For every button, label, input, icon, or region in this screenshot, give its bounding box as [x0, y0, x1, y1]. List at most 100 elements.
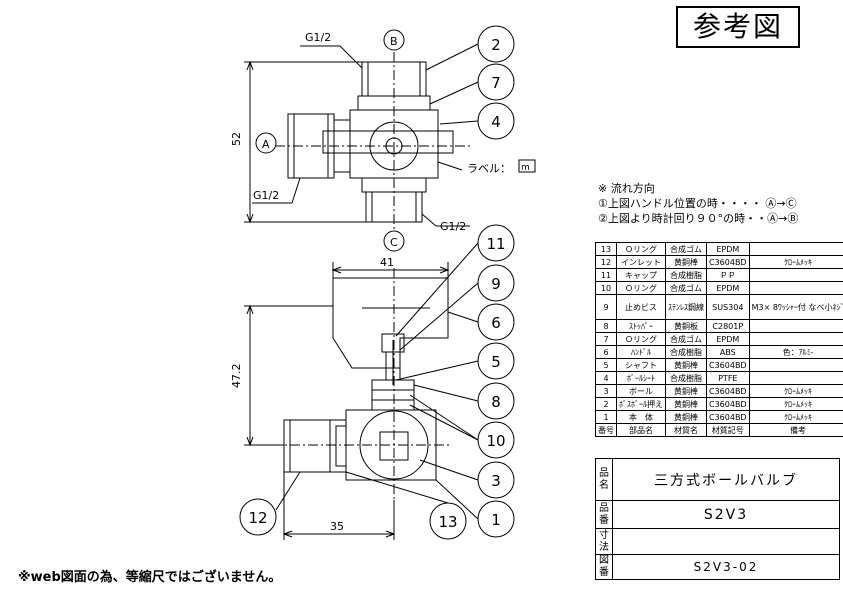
drawing-no-value: S2V3-02 [612, 554, 840, 580]
part-note [748, 281, 843, 295]
parts-header-row: 番号 部品名 材質名 材質記号 備考 [595, 423, 843, 437]
part-material: 黄銅板 [665, 319, 707, 333]
part-note [748, 268, 843, 282]
callout-4: 4 [491, 113, 501, 131]
part-number: 11 [595, 268, 617, 282]
part-material-code: ABS [706, 345, 750, 359]
callout-10: 10 [486, 432, 505, 450]
part-note: M3× 8ﾜｯｼｬｰ付 なべ小ﾈｼﾞ [748, 294, 843, 320]
label-tag-icon [518, 159, 536, 173]
part-note: 色：ｱﾙﾐ- [748, 345, 843, 359]
header-material: 材質名 [665, 423, 707, 437]
label-tag-text: ラベル： [467, 162, 511, 175]
part-material: 合成ゴム [665, 281, 707, 295]
part-name: 止めビス [616, 294, 666, 320]
part-material-code: C3604BD [706, 397, 750, 411]
part-material: 黄銅棒 [665, 397, 707, 411]
title-block: 品名 三方式ボールバルブ 品番 S2V3 寸法 図番 S2V3-02 [595, 458, 840, 580]
callout-5: 5 [491, 353, 501, 371]
dimension-47-2: 47.2 [230, 364, 243, 389]
part-name: ボール [616, 384, 666, 398]
dimension-52: 52 [230, 132, 243, 146]
part-number: 9 [595, 294, 617, 320]
port-b-marker [383, 29, 405, 51]
part-material-code: C3604BD [706, 358, 750, 372]
callout-6: 6 [491, 314, 501, 332]
part-name: インレット [616, 255, 666, 269]
part-material: 合成樹脂 [665, 371, 707, 385]
part-number: 4 [595, 371, 617, 385]
part-note: ｸﾛｰﾑﾒｯｷ [748, 410, 843, 424]
callout-9: 9 [491, 275, 501, 293]
part-name: キャップ [616, 268, 666, 282]
thread-label-b: G1/2 [305, 31, 331, 44]
part-number: 2 [595, 397, 617, 411]
port-a-letter: A [262, 138, 270, 151]
part-number: 13 [595, 242, 617, 256]
header-code: 材質記号 [706, 423, 750, 437]
part-number: 12 [595, 255, 617, 269]
part-material-code: EPDM [706, 242, 750, 256]
dimension-41: 41 [380, 256, 394, 269]
product-code-value: S2V3 [612, 500, 840, 529]
callout-12: 12 [248, 509, 267, 527]
part-number: 1 [595, 410, 617, 424]
callout-8: 8 [491, 393, 501, 411]
part-number: 6 [595, 345, 617, 359]
part-number: 3 [595, 384, 617, 398]
part-number: 8 [595, 319, 617, 333]
part-material: 黄銅棒 [665, 384, 707, 398]
callout-7: 7 [491, 74, 501, 92]
part-material-code: C3604BD [706, 410, 750, 424]
part-material-code: C3604BD [706, 384, 750, 398]
callout-2: 2 [491, 36, 501, 54]
part-name: ﾎﾞｰﾙｼｰﾄ [616, 371, 666, 385]
part-material: 合成樹脂 [665, 268, 707, 282]
part-note [748, 358, 843, 372]
header-no: 番号 [595, 423, 617, 437]
part-material-code: EPDM [706, 281, 750, 295]
part-note [748, 242, 843, 256]
product-name-label: 品名 [595, 458, 613, 501]
callout-11: 11 [486, 235, 505, 253]
part-name: ｽﾄｯﾊﾟｰ [616, 319, 666, 333]
callout-13: 13 [438, 513, 457, 531]
part-material-code: ＰＰ [706, 268, 750, 282]
part-note [748, 319, 843, 333]
part-material: 黄銅棒 [665, 410, 707, 424]
part-note [748, 371, 843, 385]
callout-3: 3 [491, 472, 501, 490]
inlet-port [283, 419, 347, 473]
part-material: 黄銅棒 [665, 255, 707, 269]
disclaimer-note: ※web図面の為、等縮尺ではございません。 [18, 570, 282, 585]
part-material-code: C3604BD [706, 255, 750, 269]
part-name: ﾎﾞｽﾎﾞｰﾙ押え [616, 397, 666, 411]
part-name: Ｏリング [616, 242, 666, 256]
dimension-label: 寸法 [595, 528, 613, 555]
dimension-35: 35 [330, 520, 344, 533]
part-note: ｸﾛｰﾑﾒｯｷ [748, 384, 843, 398]
part-name: 本 体 [616, 410, 666, 424]
thread-label-a: G1/2 [253, 189, 279, 202]
part-note [748, 332, 843, 346]
part-material: 合成ゴム [665, 242, 707, 256]
handle-top [322, 130, 454, 154]
callout-1: 1 [491, 511, 501, 529]
flow-direction-heading: ※ 流れ方向 [598, 182, 655, 195]
reference-drawing-stamp: 参考図 [676, 6, 800, 48]
part-note: ｸﾛｰﾑﾒｯｷ [748, 255, 843, 269]
part-material: 合成樹脂 [665, 345, 707, 359]
flow-direction-line-2: ②上図より時計回り９０°の時・・Ⓐ→Ⓑ [598, 212, 799, 225]
